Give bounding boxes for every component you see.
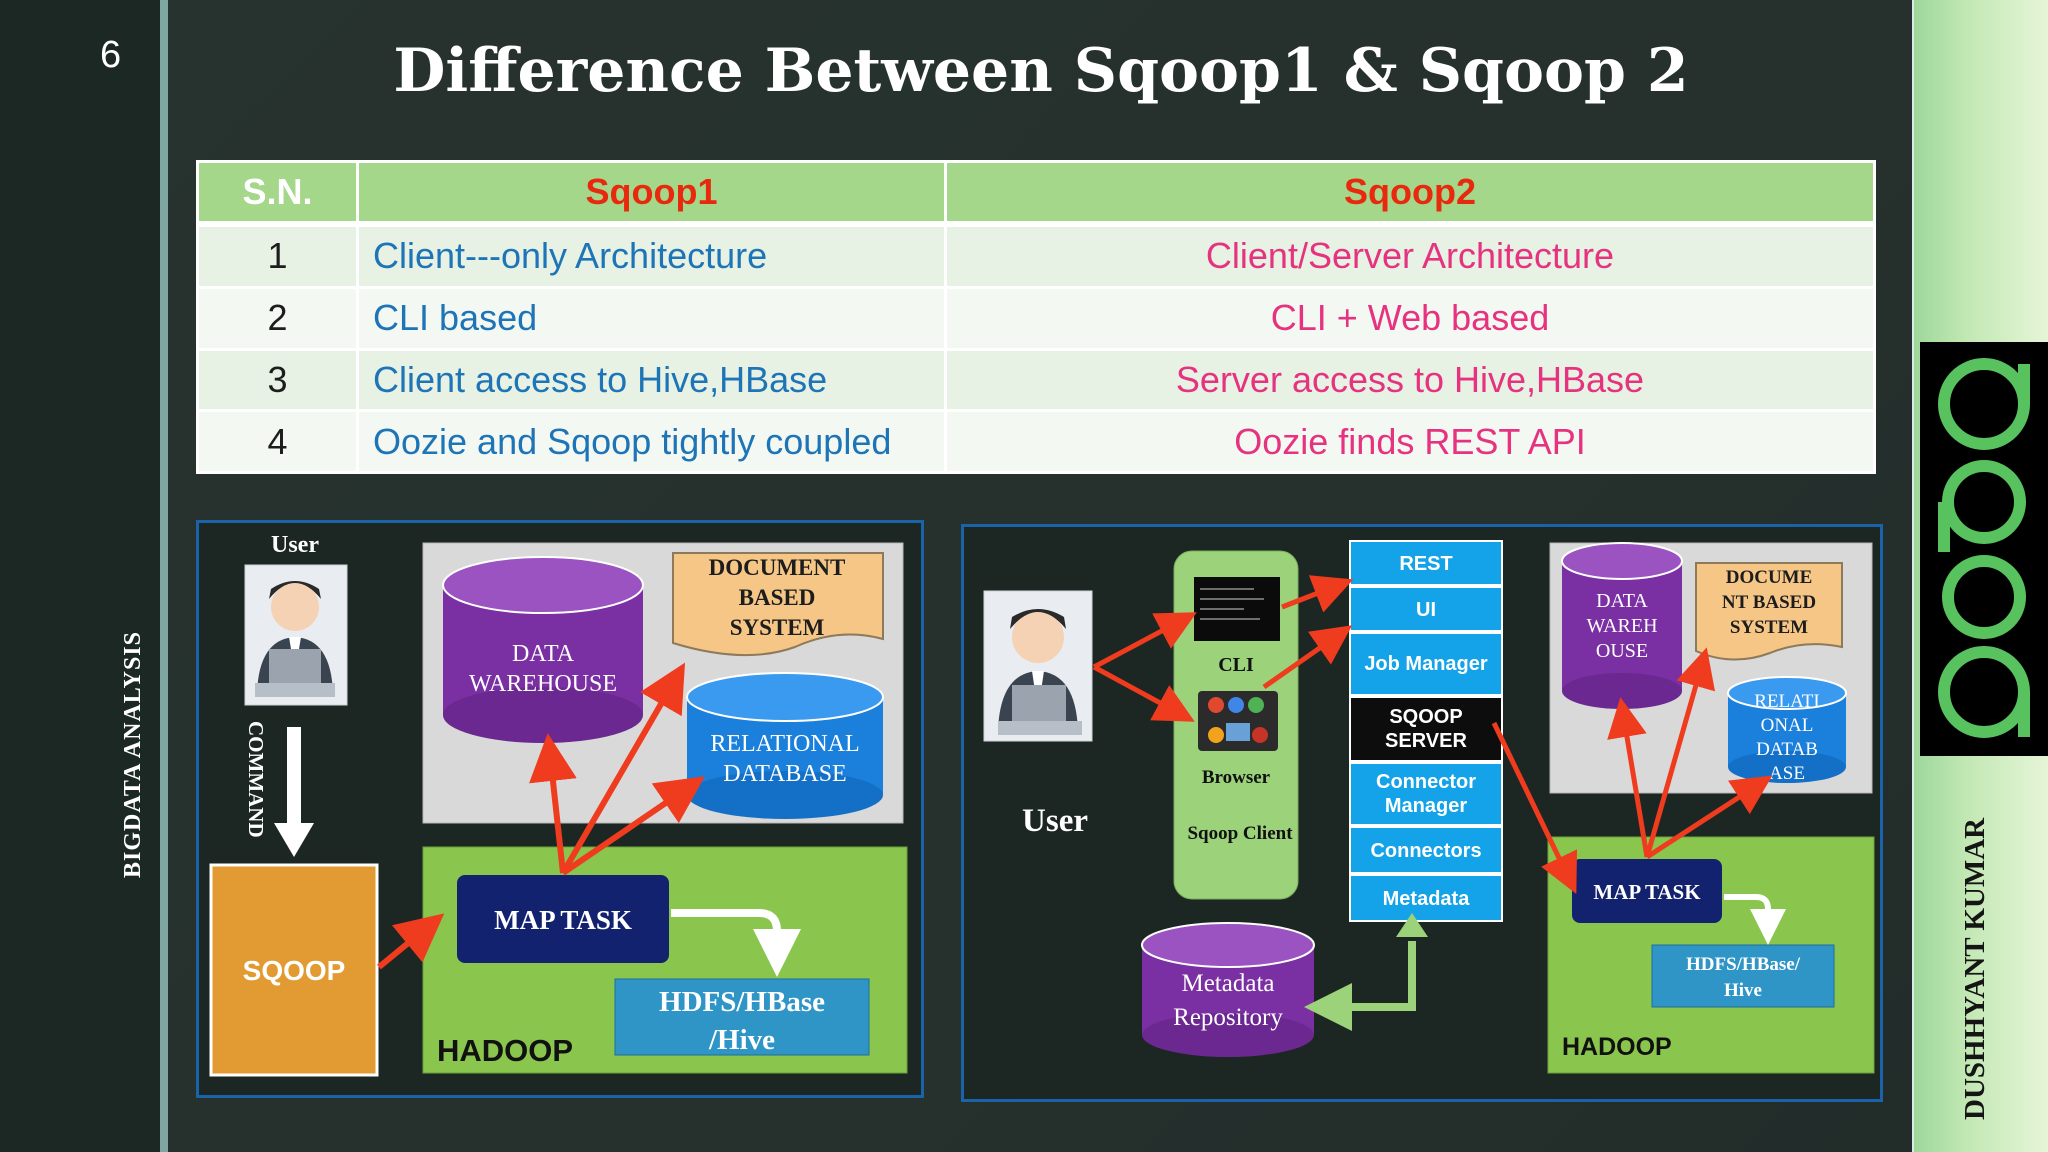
relational-db-label-1: RELATI [1754,691,1819,712]
side-label-right: DUSHHYANT KUMAR [1959,817,1991,1120]
stack-connectors: Connectors [1370,840,1481,862]
table-row: 1 Client---only Architecture Client/Serv… [196,222,1876,289]
cell-sn: 1 [196,222,359,289]
metadata-arrow [1304,941,1416,1031]
user-label: User [1022,803,1088,839]
browser-label: Browser [1202,767,1271,788]
cell-sn: 4 [196,409,359,474]
document-label-1: DOCUMENT [709,555,846,580]
relational-db-cylinder [1727,676,1847,783]
map-to-hdfs-arrow [1724,894,1786,945]
stack-connector-manager: Connector Manager [1376,771,1476,817]
header-sqoop2: Sqoop2 [944,160,1876,227]
data-warehouse-label-2: WAREHOUSE [469,671,617,697]
cell-sn: 3 [196,347,359,413]
data-warehouse-cylinder [442,556,644,743]
map-task-label: MAP TASK [494,905,632,935]
document-label-3: SYSTEM [1730,617,1808,638]
hadoop-label: HADOOP [437,1033,573,1068]
hdfs-box [1651,944,1835,1008]
comparison-table: S.N. Sqoop1 Sqoop2 1 Client---only Archi… [196,160,1876,474]
document-label-2: BASED [739,585,816,610]
logo [1920,342,2048,756]
relational-db-label-2: ONAL [1761,715,1814,736]
data-warehouse-cylinder [1561,542,1683,709]
map-to-hdfs-arrow [671,909,801,977]
header-sqoop1: Sqoop1 [356,160,947,227]
hdfs-label-1: HDFS/HBase/ [1686,954,1801,975]
stack-rest: REST [1399,553,1452,575]
cell-sqoop1: Client---only Architecture [356,222,947,289]
sqoop2-diagram: User CLI Browser Sqoop Client [961,524,1883,1102]
cell-sn: 2 [196,285,359,351]
red-arrows [377,662,705,970]
data-warehouse-label-1: DATA [512,641,575,667]
slide-title: Difference Between Sqoop1 & Sqoop 2 [393,36,1689,106]
map-task-box [1572,859,1722,923]
stack-metadata: Metadata [1383,888,1471,910]
relational-db-label-1: RELATIONAL [710,731,859,757]
relational-db-label-2: DATABASE [723,761,846,787]
relational-db-label-4: ASE [1769,763,1805,784]
cell-sqoop2: CLI + Web based [944,285,1876,351]
side-label-left: BIGDATA ANALYSIS [120,631,146,878]
cell-sqoop2: Client/Server Architecture [944,222,1876,289]
metadata-repo-label-1: Metadata [1181,970,1274,997]
metadata-repository-cylinder [1141,922,1315,1057]
cell-sqoop1: Oozie and Sqoop tightly coupled [356,409,947,474]
hadoop-label: HADOOP [1562,1033,1672,1061]
metadata-repo-label-2: Repository [1173,1004,1283,1031]
hdfs-label-2: Hive [1724,980,1762,1001]
command-arrow [287,727,301,827]
hdfs-label-2: /Hive [708,1024,775,1056]
sqoop1-diagram: User COMMAND SQOOP DATA WAREHOUSE DOCUME [196,520,924,1098]
slide-number: 6 [100,34,122,76]
red-arrows [1092,575,1773,895]
header-sn: S.N. [196,160,359,227]
user-icon [244,564,348,706]
cell-sqoop1: Client access to Hive,HBase [356,347,947,413]
cell-sqoop2: Server access to Hive,HBase [944,347,1876,413]
table-row: 4 Oozie and Sqoop tightly coupled Oozie … [196,409,1876,474]
table-row: 3 Client access to Hive,HBase Server acc… [196,347,1876,413]
document-shape [672,552,884,657]
left-sidebar [0,0,160,1152]
document-label-1: DOCUME [1726,567,1813,588]
document-label-2: NT BASED [1722,592,1816,613]
sqoop-client-label: Sqoop Client [1187,823,1293,844]
document-label-3: SYSTEM [730,615,825,640]
user-icon [983,590,1093,742]
data-warehouse-label-3: OUSE [1596,640,1648,662]
browser-icon [1198,691,1278,751]
table-row: 2 CLI based CLI + Web based [196,285,1876,351]
relational-db-label-3: DATAB [1756,739,1818,760]
cli-label: CLI [1218,654,1254,676]
hdfs-box [614,978,870,1056]
data-warehouse-label-1: DATA [1596,590,1648,612]
sqoop-label: SQOOP [243,955,346,986]
stack-job-manager: Job Manager [1364,653,1488,675]
stack-sqoop-server: SQOOP SERVER [1385,706,1467,752]
map-task-label: MAP TASK [1593,880,1701,904]
relational-db-cylinder [686,672,884,819]
cell-sqoop2: Oozie finds REST API [944,409,1876,474]
user-label: User [271,532,319,558]
sqoop-server-stack [1349,540,1503,922]
sqoop-box [209,863,379,1077]
cell-sqoop1: CLI based [356,285,947,351]
table-header-row: S.N. Sqoop1 Sqoop2 [196,160,1876,227]
left-divider [160,0,168,1152]
stack-ui: UI [1416,599,1436,621]
map-task-box [457,875,669,963]
data-warehouse-label-2: WAREH [1586,615,1657,637]
command-label: COMMAND [244,721,268,838]
hdfs-label-1: HDFS/HBase [659,986,825,1018]
